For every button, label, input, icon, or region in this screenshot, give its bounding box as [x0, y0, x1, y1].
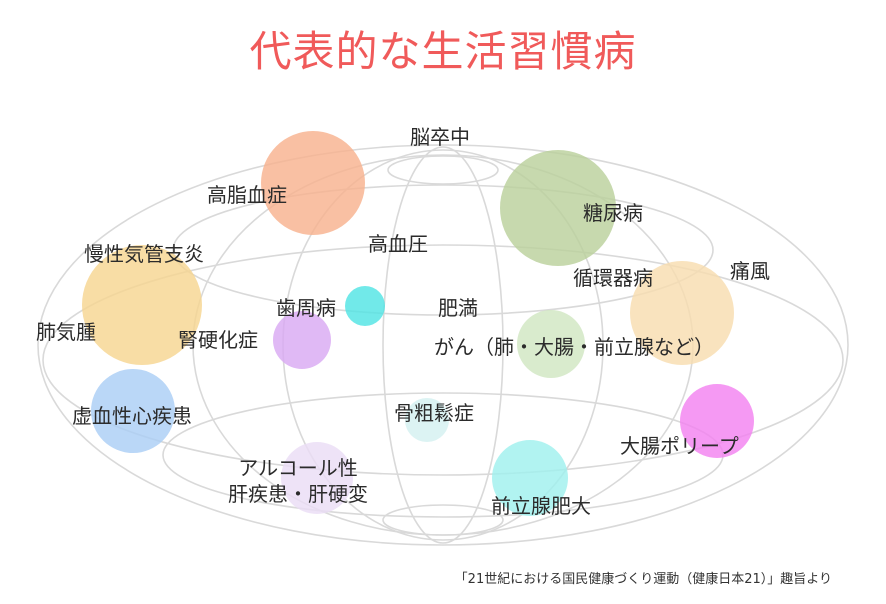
label-hypertension: 高血圧 [368, 232, 428, 256]
bubble-alcohol_liver [281, 442, 353, 514]
label-nephrosclerosis: 腎硬化症 [178, 328, 258, 352]
grid-outer-ring [37, 144, 849, 546]
label-emphysema: 肺気腫 [36, 320, 96, 344]
label-circulatory: 循環器病 [573, 266, 653, 290]
grid-upper-ring [172, 184, 714, 316]
grid-equator-ring [42, 244, 844, 476]
bubble-colon_polyp [680, 384, 754, 458]
bubble-nephrosclerosis [273, 311, 331, 369]
page-title: 代表的な生活習慣病 [249, 27, 637, 76]
bubble-ihd [91, 369, 175, 453]
bubble-cancer [517, 310, 585, 378]
label-alcohol_liver: アルコール性 肝疾患・肝硬変 [228, 456, 368, 506]
label-copd: 慢性気管支炎 [84, 242, 204, 266]
label-cancer: がん（肺・大腸・前立腺など） [434, 335, 714, 359]
label-gout: 痛風 [730, 259, 770, 283]
label-obesity: 肥満 [438, 296, 478, 320]
source-note: 「21世紀における国民健康づくり運動（健康日本21）」趣旨より [454, 572, 832, 587]
label-osteoporosis: 骨粗鬆症 [394, 401, 474, 425]
bubble-osteoporosis [405, 398, 449, 442]
grid-meridian-narrow [382, 146, 504, 544]
label-prostate: 前立腺肥大 [491, 494, 591, 518]
label-periodontal: 歯周病 [276, 296, 336, 320]
bubble-periodontal [345, 286, 385, 326]
bubble-prostate [492, 440, 568, 516]
label-hyperlipidemia: 高脂血症 [207, 183, 287, 207]
bubble-diabetes [500, 150, 616, 266]
grid-top-cap [387, 155, 499, 185]
label-stroke: 脳卒中 [410, 125, 470, 149]
bubble-hyperlipidemia [261, 131, 365, 235]
bubble-copd [82, 245, 202, 365]
label-diabetes: 糖尿病 [583, 201, 643, 225]
label-ihd: 虚血性心疾患 [72, 404, 192, 428]
bubble-gout [630, 261, 734, 365]
label-colon_polyp: 大腸ポリープ [620, 434, 739, 458]
grid-bottom-cap [382, 504, 504, 536]
